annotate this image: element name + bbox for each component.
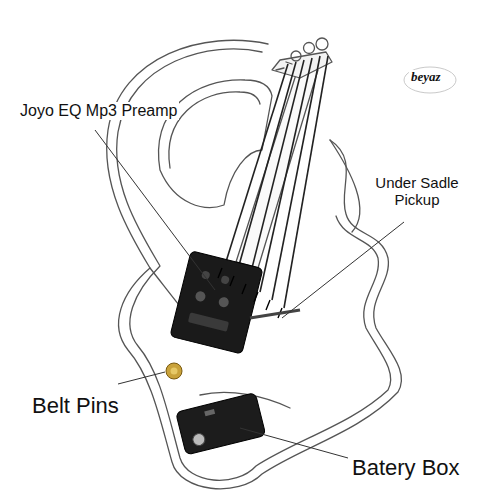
- part-label: Under Sadle Pickup: [356, 174, 478, 209]
- part-label: Batery Box: [350, 455, 462, 480]
- part-label: Joyo EQ Mp3 Preamp: [18, 102, 179, 120]
- watermark-logo: beyaz: [409, 70, 443, 85]
- part-label: Belt Pins: [30, 393, 121, 418]
